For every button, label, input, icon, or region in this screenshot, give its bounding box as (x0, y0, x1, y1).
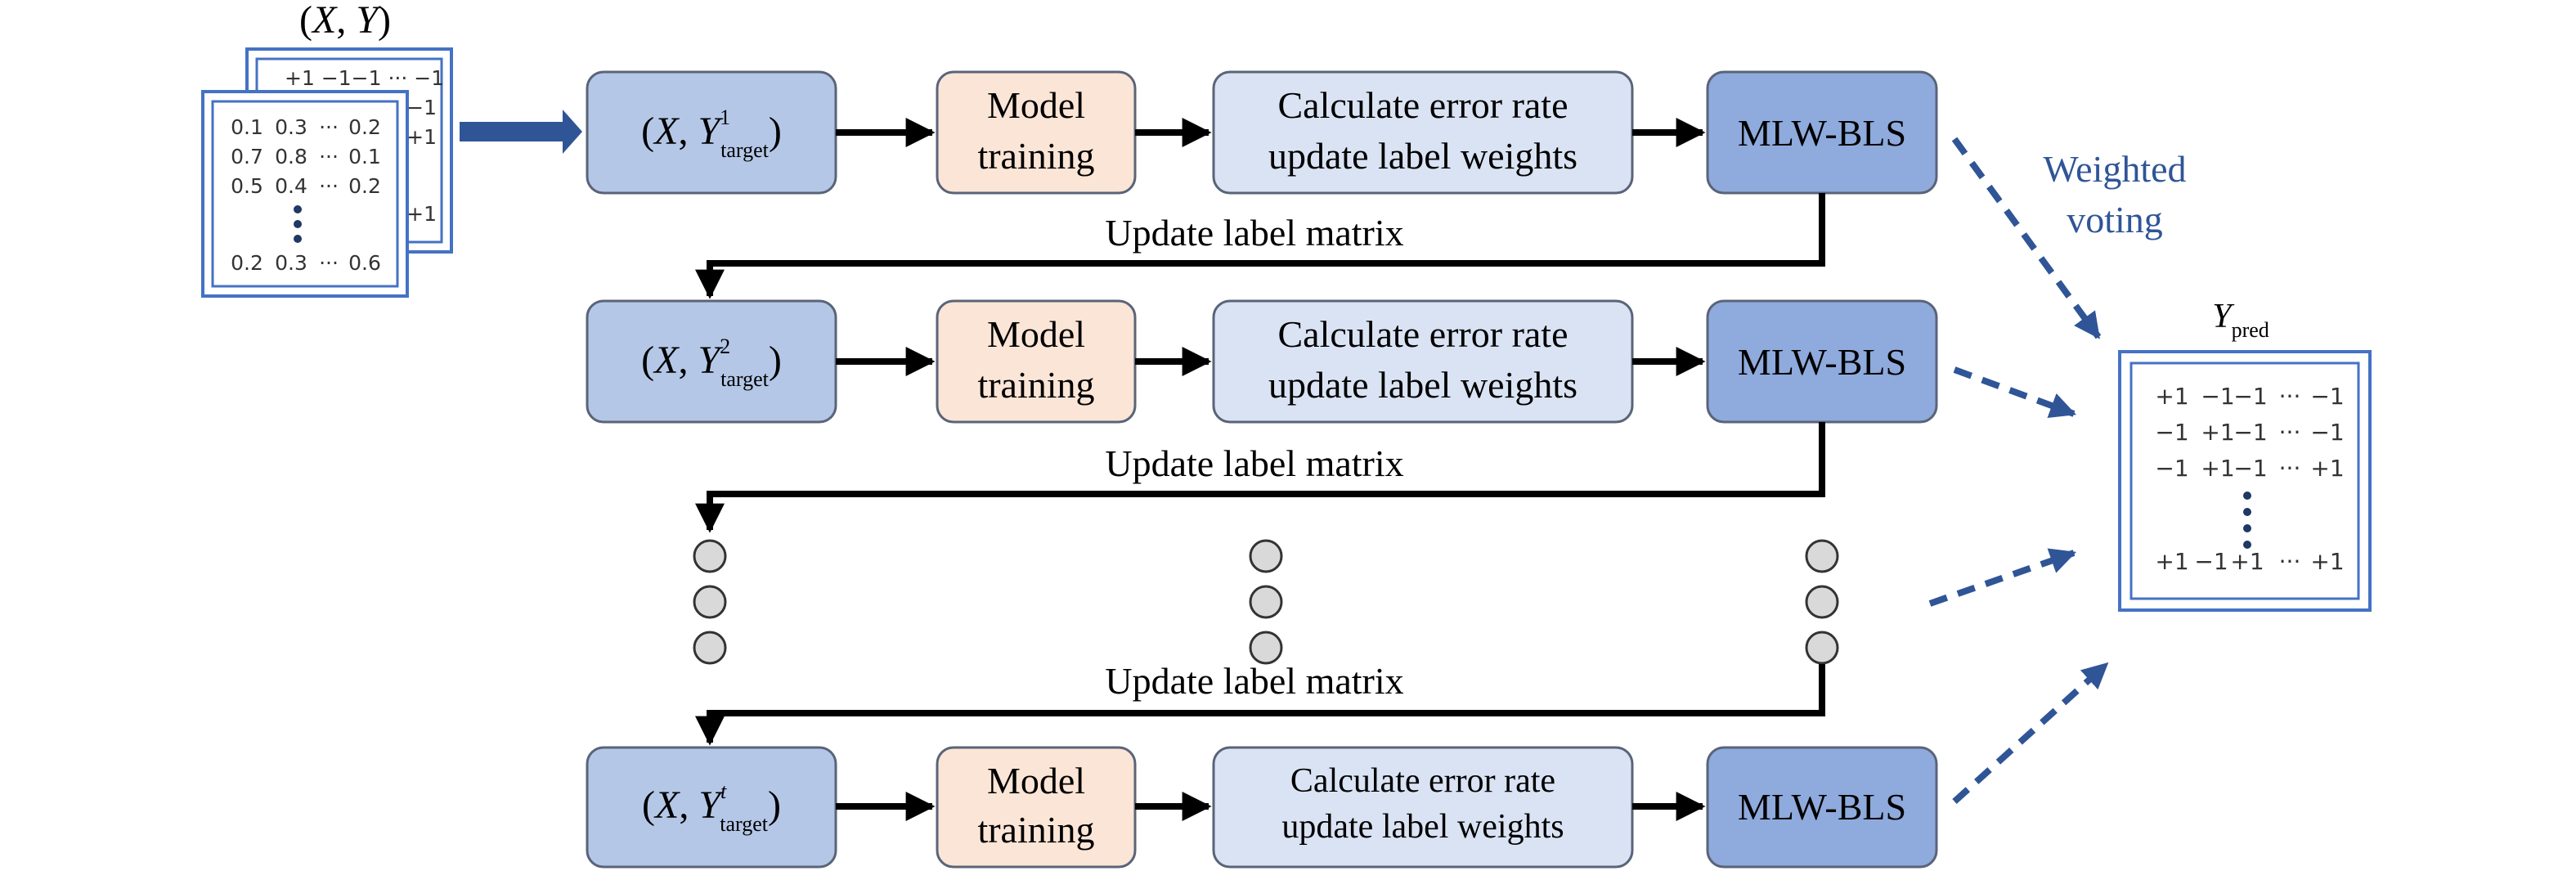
label-matrix-back-row2: −1 (406, 96, 437, 119)
calc-line1-1: Calculate error rate (1278, 84, 1568, 126)
mlw-bls-label-t: MLW-BLS (1738, 786, 1906, 828)
mlw-bls-box-t (1706, 746, 1938, 869)
update-connector-1: Update label matrix (695, 193, 1825, 299)
mlw-bls-label-2: MLW-BLS (1738, 341, 1906, 383)
calc-line2-t: update label weights (1281, 808, 1564, 846)
model-training-line2-2: training (977, 364, 1094, 406)
weighted-voting-line1: Weighted (2043, 148, 2186, 190)
continuation-dots (693, 539, 1839, 665)
model-training-line2-1: training (977, 135, 1094, 177)
calc-line1-2: Calculate error rate (1278, 313, 1568, 355)
label-matrix-back-row1: +1 −1−1 ··· −1 (285, 66, 444, 90)
update-connector-2: Update label matrix (695, 422, 1825, 533)
model-training-line2-t: training (977, 809, 1094, 851)
update-label-3: Update label matrix (1105, 660, 1403, 702)
calc-line2-2: update label weights (1268, 364, 1577, 406)
input-label: (X, Y) (299, 0, 391, 42)
voting-arrow-4 (1952, 662, 2109, 804)
continuation-dots-left (693, 539, 727, 665)
continuation-dots-middle (1249, 539, 1283, 665)
weighted-voting-line2: voting (2067, 199, 2163, 240)
feature-matrix-vertical-ellipsis (294, 205, 302, 243)
update-connector-3: Update label matrix (695, 660, 1825, 746)
label-matrix-back-row4: +1 (406, 202, 437, 226)
output-matrix-row1: +1−1−1···−1 (2155, 383, 2344, 410)
continuation-dots-right (1805, 539, 1839, 665)
update-label-1: Update label matrix (1105, 212, 1403, 254)
output-matrix-inner (2129, 361, 2360, 600)
voting-arrow-2 (1953, 366, 2077, 419)
output-matrix-group: Ypred +1−1−1···−1 −1+1−1···−1 −1+1−1···+… (2118, 298, 2372, 612)
calc-line2-1: update label weights (1268, 135, 1577, 177)
label-matrix-back-row3: +1 (406, 125, 437, 149)
output-matrix-row3: −1+1−1···+1 (2155, 455, 2344, 482)
voting-arrows (1928, 137, 2109, 804)
output-label: Ypred (2212, 298, 2269, 342)
input-label-y: Y (356, 0, 381, 42)
output-matrix-row4: +1−1+1···+1 (2155, 548, 2344, 575)
model-training-line1-2: Model (987, 313, 1085, 355)
input-label-x: X (311, 0, 338, 42)
model-training-line1-1: Model (987, 84, 1085, 126)
model-training-line1-t: Model (987, 760, 1085, 801)
mlw-bls-label-1: MLW-BLS (1738, 112, 1906, 154)
voting-arrow-3 (1928, 548, 2077, 607)
input-arrow (460, 110, 582, 154)
output-matrix-vertical-ellipsis (2243, 492, 2251, 549)
voting-arrow-1 (1951, 137, 2102, 339)
update-label-2: Update label matrix (1105, 442, 1403, 484)
feature-matrix-inner (211, 100, 399, 288)
calc-line1-t: Calculate error rate (1290, 762, 1555, 800)
output-matrix-row2: −1+1−1···−1 (2155, 419, 2344, 446)
